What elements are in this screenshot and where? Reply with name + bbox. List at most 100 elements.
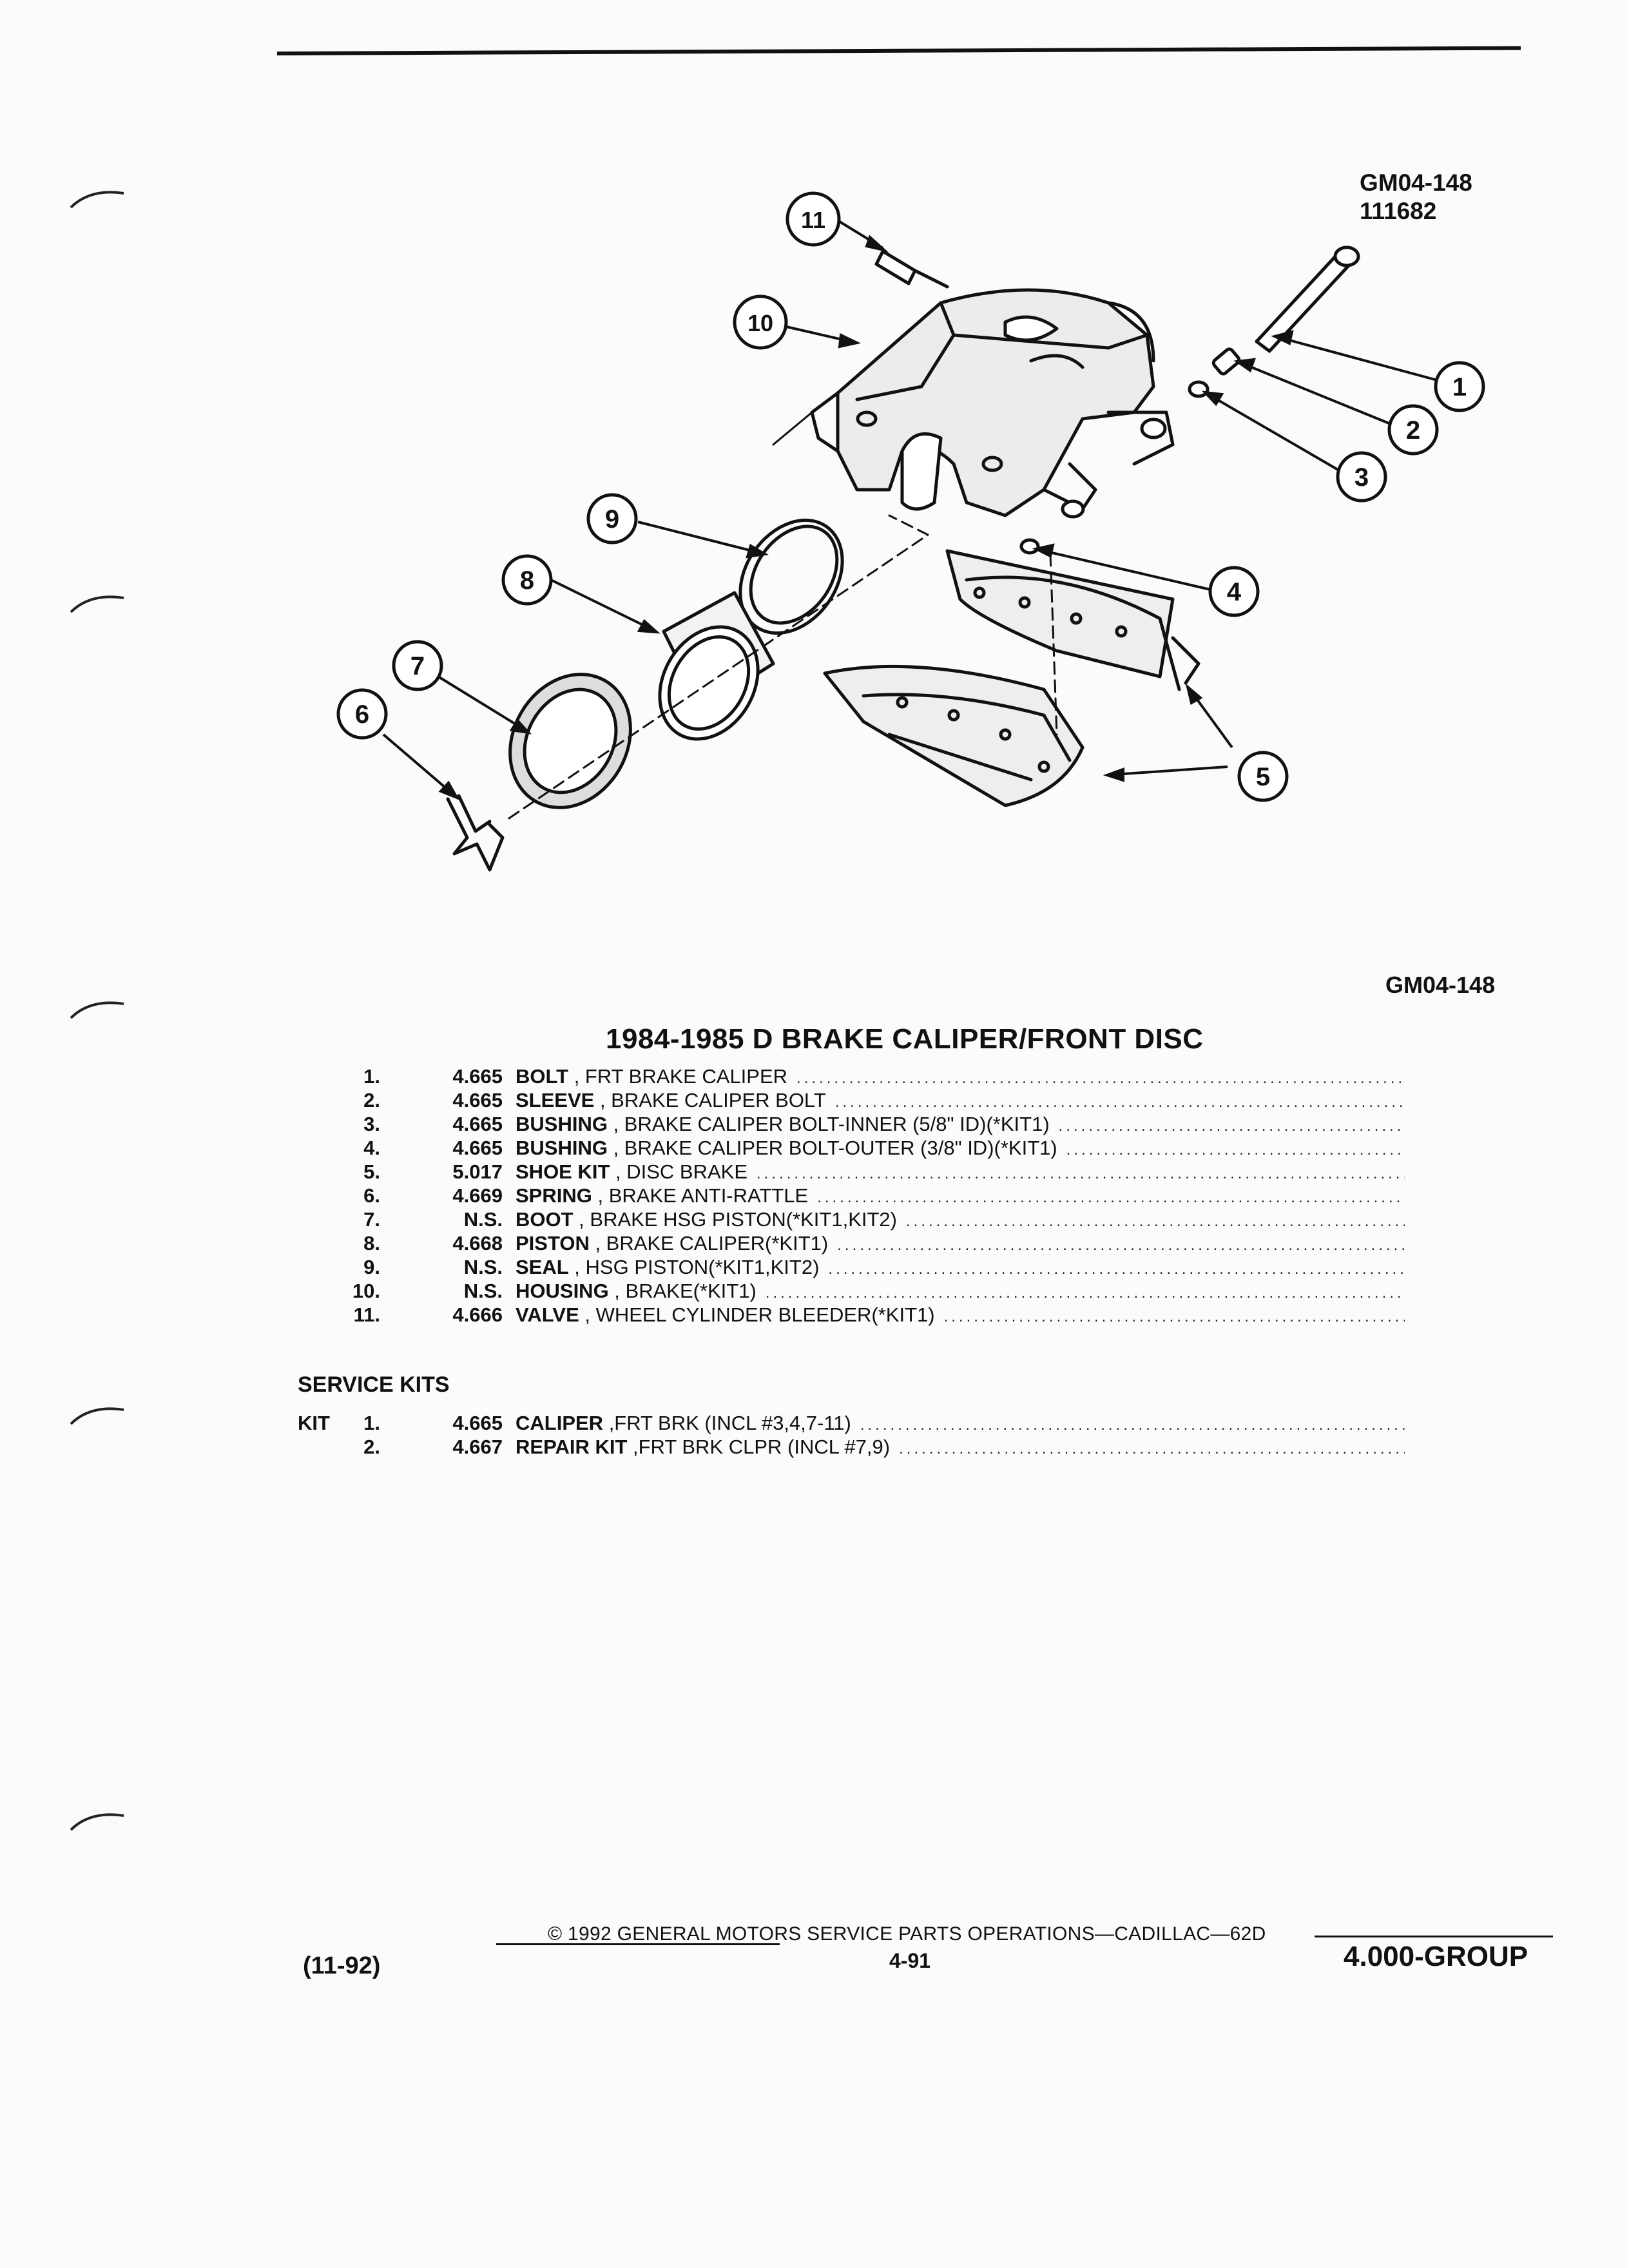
part-row: 3. 4.665 BUSHING , BRAKE CALIPER BOLT-INNE… — [303, 1112, 1405, 1136]
footer-date: (11-92) — [303, 1952, 381, 1979]
part-number: 11. — [353, 1303, 380, 1326]
part-row: 7.N.S.BOOT , BRAKE HSG PISTON(*KIT1,KIT2… — [303, 1207, 1405, 1231]
part-description: SHOE KIT , DISC BRAKE — [516, 1160, 748, 1183]
brake-caliper-diagram: 1 2 3 4 5 6 7 8 9 10 11 — [336, 191, 1485, 872]
part-code: N.S. — [463, 1208, 503, 1231]
figure-number: 111682 — [1360, 198, 1437, 224]
svg-text:7: 7 — [410, 652, 425, 680]
part-description: VALVE , WHEEL CYLINDER BLEEDER(*KIT1) — [516, 1303, 935, 1326]
leader-dots — [944, 1305, 1405, 1329]
piston-part — [658, 591, 775, 741]
svg-text:10: 10 — [747, 310, 773, 336]
service-kits-heading: SERVICE KITS — [298, 1372, 450, 1397]
part-number: 4. — [363, 1137, 380, 1159]
kit-number: 2. — [363, 1436, 380, 1458]
callout-5: 5 — [1237, 751, 1289, 802]
part-description: SEAL , HSG PISTON(*KIT1,KIT2) — [516, 1256, 820, 1278]
part-number: 8. — [363, 1232, 380, 1254]
kit-row: 2. 4.667 REPAIR KIT ,FRT BRK CLPR (INCL #7… — [298, 1435, 1405, 1459]
svg-text:2: 2 — [1406, 416, 1420, 445]
part-code: N.S. — [463, 1280, 503, 1302]
svg-text:5: 5 — [1256, 763, 1270, 791]
part-number: 6. — [363, 1184, 380, 1207]
part-code: 4.669 — [452, 1184, 503, 1207]
part-row: 8. 4.668 PISTON , BRAKE CALIPER(*KIT1) — [303, 1231, 1405, 1255]
part-number: 5. — [363, 1160, 380, 1183]
part-code: N.S. — [463, 1256, 503, 1278]
part-code: 5.017 — [452, 1160, 503, 1183]
figure-caption-code: GM04-148 — [1385, 972, 1496, 998]
kit-number: 1. — [363, 1412, 380, 1434]
leader-dots — [796, 1066, 1405, 1090]
part-code: 4.665 — [452, 1065, 503, 1088]
leader-dots — [835, 1090, 1405, 1114]
part-description: PISTON , BRAKE CALIPER(*KIT1) — [516, 1232, 829, 1254]
part-number: 10. — [352, 1280, 380, 1302]
svg-text:1: 1 — [1452, 373, 1467, 401]
part-number: 3. — [363, 1113, 380, 1135]
leader-dots — [906, 1209, 1405, 1233]
part-row: 11. 4.666 VALVE , WHEEL CYLINDER BLEEDER(*… — [303, 1303, 1405, 1327]
svg-text:6: 6 — [355, 700, 369, 729]
part-row: 10. N.S. HOUSING , BRAKE(*KIT1) — [303, 1279, 1405, 1303]
kit-code: 4.665 — [452, 1412, 503, 1434]
part-row: 6. 4.669 SPRING , BRAKE ANTI-RATTLE — [303, 1184, 1405, 1207]
svg-text:8: 8 — [520, 566, 534, 595]
part-description: BUSHING , BRAKE CALIPER BOLT-INNER (5/8"… — [516, 1113, 1050, 1135]
part-description: HOUSING , BRAKE(*KIT1) — [516, 1280, 757, 1302]
leader-dots — [899, 1437, 1405, 1461]
part-code: 4.665 — [452, 1113, 503, 1135]
callout-1: 1 — [1434, 361, 1485, 412]
part-row: 5. 5.017 SHOE KIT , DISC BRAKE — [303, 1160, 1405, 1184]
part-description: SPRING , BRAKE ANTI-RATTLE — [516, 1184, 809, 1207]
part-code: 4.665 — [452, 1089, 503, 1111]
shoe-inner-part — [945, 549, 1200, 691]
callout-7: 7 — [392, 640, 443, 691]
callout-10: 10 — [733, 294, 788, 350]
leader-dots — [766, 1281, 1405, 1305]
callout-6: 6 — [336, 688, 388, 740]
piston-boot-part — [508, 673, 632, 809]
callout-2: 2 — [1387, 404, 1439, 456]
page-title: 1984-1985 D BRAKE CALIPER/FRONT DISC — [606, 1023, 1204, 1055]
inner-bushing-part — [1188, 380, 1210, 398]
outer-bushing-part — [1019, 538, 1040, 555]
part-row: 9. N.S. SEAL , HSG PISTON(*KIT1,KIT2) — [303, 1255, 1405, 1279]
kit-description: REPAIR KIT ,FRT BRK CLPR (INCL #7,9) — [516, 1436, 891, 1458]
part-code: 4.668 — [452, 1232, 503, 1254]
kit-description: CALIPER ,FRT BRK (INCL #3,4,7-11) — [516, 1412, 851, 1434]
part-description: BOOT , BRAKE HSG PISTON(*KIT1,KIT2) — [516, 1208, 897, 1231]
anti-rattle-spring-part — [446, 794, 505, 872]
binder-marks — [70, 191, 124, 1831]
part-description: BUSHING , BRAKE CALIPER BOLT-OUTER (3/8"… — [516, 1137, 1057, 1159]
shoe-outer-part — [823, 664, 1084, 807]
leader-dots — [757, 1162, 1405, 1186]
leader-dots — [1059, 1114, 1405, 1138]
bleeder-valve-part — [874, 249, 949, 289]
footer-rule-right — [1315, 1936, 1553, 1937]
callout-11: 11 — [786, 191, 841, 247]
kit-row: KIT 1. 4.665 CALIPER ,FRT BRK (INCL #3,4,7-… — [298, 1411, 1405, 1435]
callout-8: 8 — [501, 554, 553, 606]
part-code: 4.666 — [452, 1303, 503, 1326]
part-description: SLEEVE , BRAKE CALIPER BOLT — [516, 1089, 826, 1111]
svg-text:9: 9 — [605, 505, 619, 533]
part-description: BOLT , FRT BRAKE CALIPER — [516, 1065, 788, 1088]
leader-dots — [860, 1413, 1405, 1437]
part-row: 4. 4.665 BUSHING , BRAKE CALIPER BOLT-OUTE… — [303, 1136, 1405, 1160]
callout-4: 4 — [1208, 566, 1260, 617]
part-code: 4.665 — [452, 1137, 503, 1159]
caliper-housing-part — [810, 288, 1175, 519]
leader-dots — [1066, 1138, 1405, 1162]
leader-dots — [828, 1257, 1405, 1281]
svg-text:3: 3 — [1354, 463, 1369, 492]
svg-text:4: 4 — [1227, 578, 1242, 606]
svg-text:11: 11 — [801, 207, 825, 233]
footer-rule-left — [496, 1943, 780, 1945]
part-number: 9. — [363, 1256, 380, 1278]
kit-code: 4.667 — [452, 1436, 503, 1458]
kit-prefix: KIT — [298, 1412, 330, 1434]
figure-code-block: GM04-148 111682 — [1360, 169, 1472, 226]
part-number: 2. — [363, 1089, 380, 1111]
